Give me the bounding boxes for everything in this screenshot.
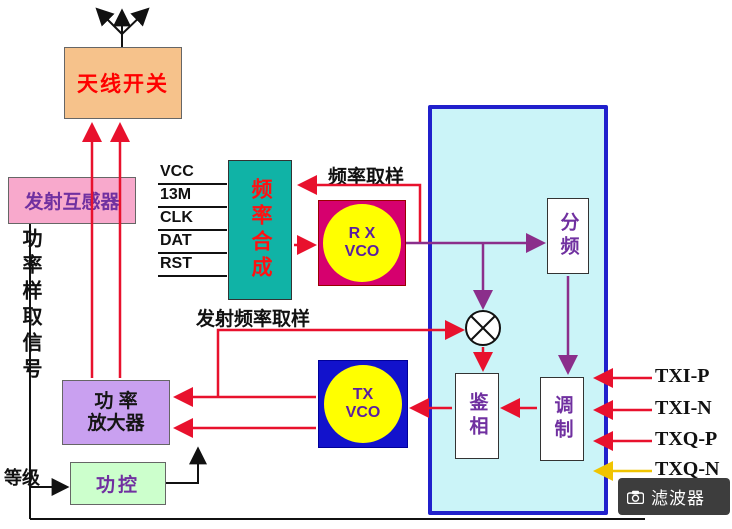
signal-label-txi-n: TXI-N	[655, 397, 712, 419]
frequency-sampling-label: 频率取样	[328, 167, 405, 188]
antenna-right-arm	[121, 7, 150, 35]
power-control-label: 功控	[95, 475, 140, 496]
frequency-synthesizer-block: 频率合成	[228, 160, 292, 300]
pin-label-vcc: VCC	[160, 163, 194, 180]
pin-label-rst: RST	[160, 255, 192, 272]
power-amplifier-label: 功 率 放大器	[87, 390, 145, 434]
pin-label-clk: CLK	[160, 209, 193, 226]
antenna-switch-block: 天线开关	[64, 47, 182, 119]
antenna-switch-label: 天线开关	[77, 73, 169, 96]
pin-label-dat: DAT	[160, 232, 192, 249]
tx-vco-block: TX VCO	[318, 360, 408, 448]
signal-label-txq-n: TXQ-N	[655, 458, 720, 480]
transmit-transformer-block: 发射互感器	[8, 177, 136, 224]
watermark-label: 滤波器	[651, 489, 705, 508]
frequency-synthesizer-label: 频率合成	[249, 178, 272, 282]
power-control-to-pa-wire	[166, 446, 207, 484]
pin-label-13m: 13M	[160, 186, 192, 203]
signal-label-txi-p: TXI-P	[655, 365, 710, 387]
frequency-divider-block: 分频	[547, 198, 589, 274]
level-label: 等级	[4, 468, 40, 488]
phase-detector-label: 鉴相	[466, 392, 488, 440]
rx-vco-circle: R X VCO	[323, 204, 401, 282]
antenna-left-arm	[95, 7, 123, 35]
modulator-block: 调制	[540, 377, 584, 461]
tx-vco-circle: TX VCO	[324, 365, 402, 443]
phase-detector-block: 鉴相	[455, 373, 499, 459]
power-control-block: 功控	[70, 462, 166, 505]
watermark-badge: 滤波器	[618, 478, 730, 515]
frequency-divider-label: 分频	[557, 212, 579, 260]
rx-vco-label: R X VCO	[344, 224, 380, 260]
tx-vco-label: TX VCO	[345, 385, 381, 421]
rx-vco-block: R X VCO	[318, 200, 406, 286]
tx-frequency-sampling-label: 发射频率取样	[196, 309, 311, 330]
modulator-label: 调制	[551, 395, 573, 443]
transmit-transformer-label: 发射互感器	[24, 192, 120, 213]
signal-label-txq-p: TXQ-P	[655, 428, 718, 450]
camera-icon	[627, 490, 644, 504]
power-sample-signal-label: 功率样取信号	[19, 228, 41, 384]
power-amplifier-block: 功 率 放大器	[62, 380, 170, 445]
